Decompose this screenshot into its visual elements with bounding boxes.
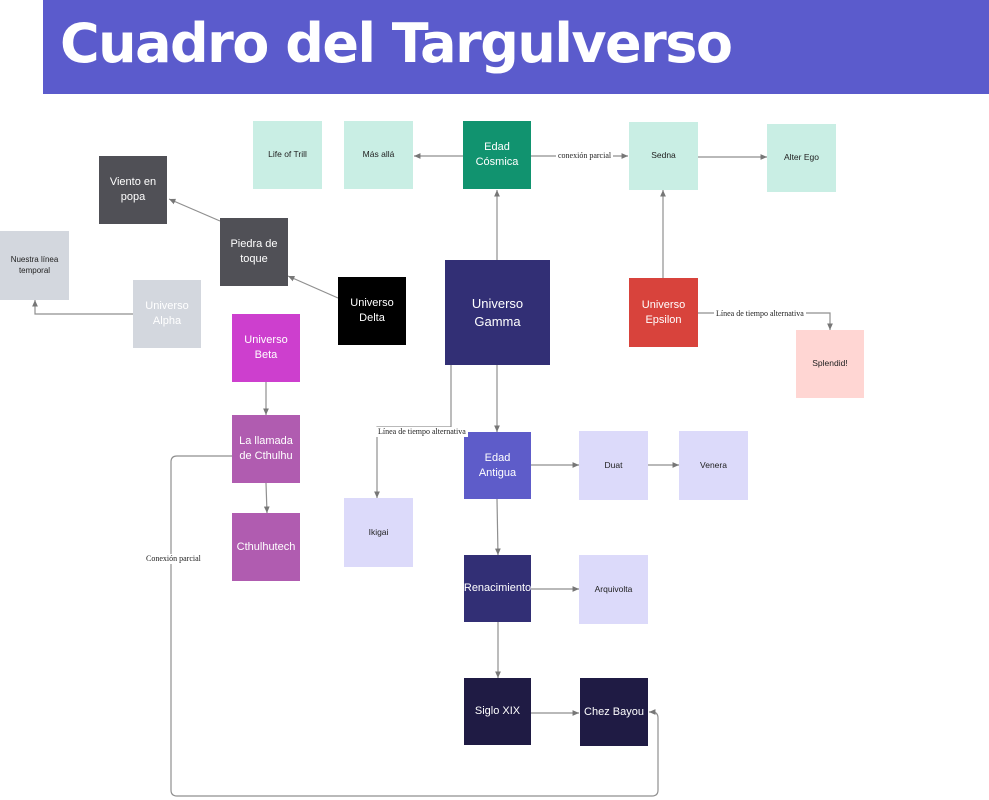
node-cthulhutech[interactable]: Cthulhutech	[232, 513, 300, 581]
node-arquivolta[interactable]: Arquivolta	[579, 555, 648, 624]
node-universo-delta[interactable]: Universo Delta	[338, 277, 406, 345]
node-universo-beta[interactable]: Universo Beta	[232, 314, 300, 382]
node-siglo-xix[interactable]: Siglo XIX	[464, 678, 531, 745]
node-ikigai[interactable]: Ikigai	[344, 498, 413, 567]
node-universo-epsilon[interactable]: Universo Epsilon	[629, 278, 698, 347]
edge-alpha-nuestra	[32, 300, 133, 315]
node-piedra-de-toque[interactable]: Piedra de toque	[220, 218, 288, 286]
node-splendid[interactable]: Splendid!	[796, 330, 864, 398]
node-chez-bayou[interactable]: Chez Bayou	[580, 678, 648, 746]
edge-piedra-viento	[168, 198, 221, 222]
node-universo-gamma[interactable]: Universo Gamma	[445, 260, 550, 365]
edge-llamada-cthulhutech	[263, 482, 270, 514]
node-mas-alla[interactable]: Más allá	[344, 121, 413, 189]
edge-label-conexion-parcial-left: Conexión parcial	[144, 554, 203, 564]
edge-delta-piedra	[287, 275, 339, 299]
edge-label-linea-gamma: Línea de tiempo alternativa	[376, 427, 468, 437]
node-nuestra-linea-temporal[interactable]: Nuestra línea temporal	[0, 231, 69, 300]
edge-label-conexion-parcial-top: conexión parcial	[556, 151, 614, 161]
node-sedna[interactable]: Sedna	[629, 122, 698, 190]
title-banner: Cuadro del Targulverso	[43, 0, 989, 94]
node-universo-alpha[interactable]: Universo Alpha	[133, 280, 201, 348]
edge-llamada-chez	[170, 455, 659, 797]
node-viento-en-popa[interactable]: Viento en popa	[99, 156, 167, 224]
edge-antigua-renacimiento	[495, 498, 501, 556]
node-duat[interactable]: Duat	[579, 431, 648, 500]
node-la-llamada-de-cthulhu[interactable]: La llamada de Cthulhu	[232, 415, 300, 483]
edge-label-linea-epsilon: Línea de tiempo alternativa	[714, 309, 806, 319]
node-renacimiento[interactable]: Renacimiento	[464, 555, 531, 622]
node-edad-cosmica[interactable]: Edad Cósmica	[463, 121, 531, 189]
node-life-of-trill[interactable]: Life of Trill	[253, 121, 322, 189]
node-alter-ego[interactable]: Alter Ego	[767, 124, 836, 192]
node-venera[interactable]: Venera	[679, 431, 748, 500]
node-edad-antigua[interactable]: Edad Antigua	[464, 432, 531, 499]
page-title: Cuadro del Targulverso	[60, 12, 733, 75]
